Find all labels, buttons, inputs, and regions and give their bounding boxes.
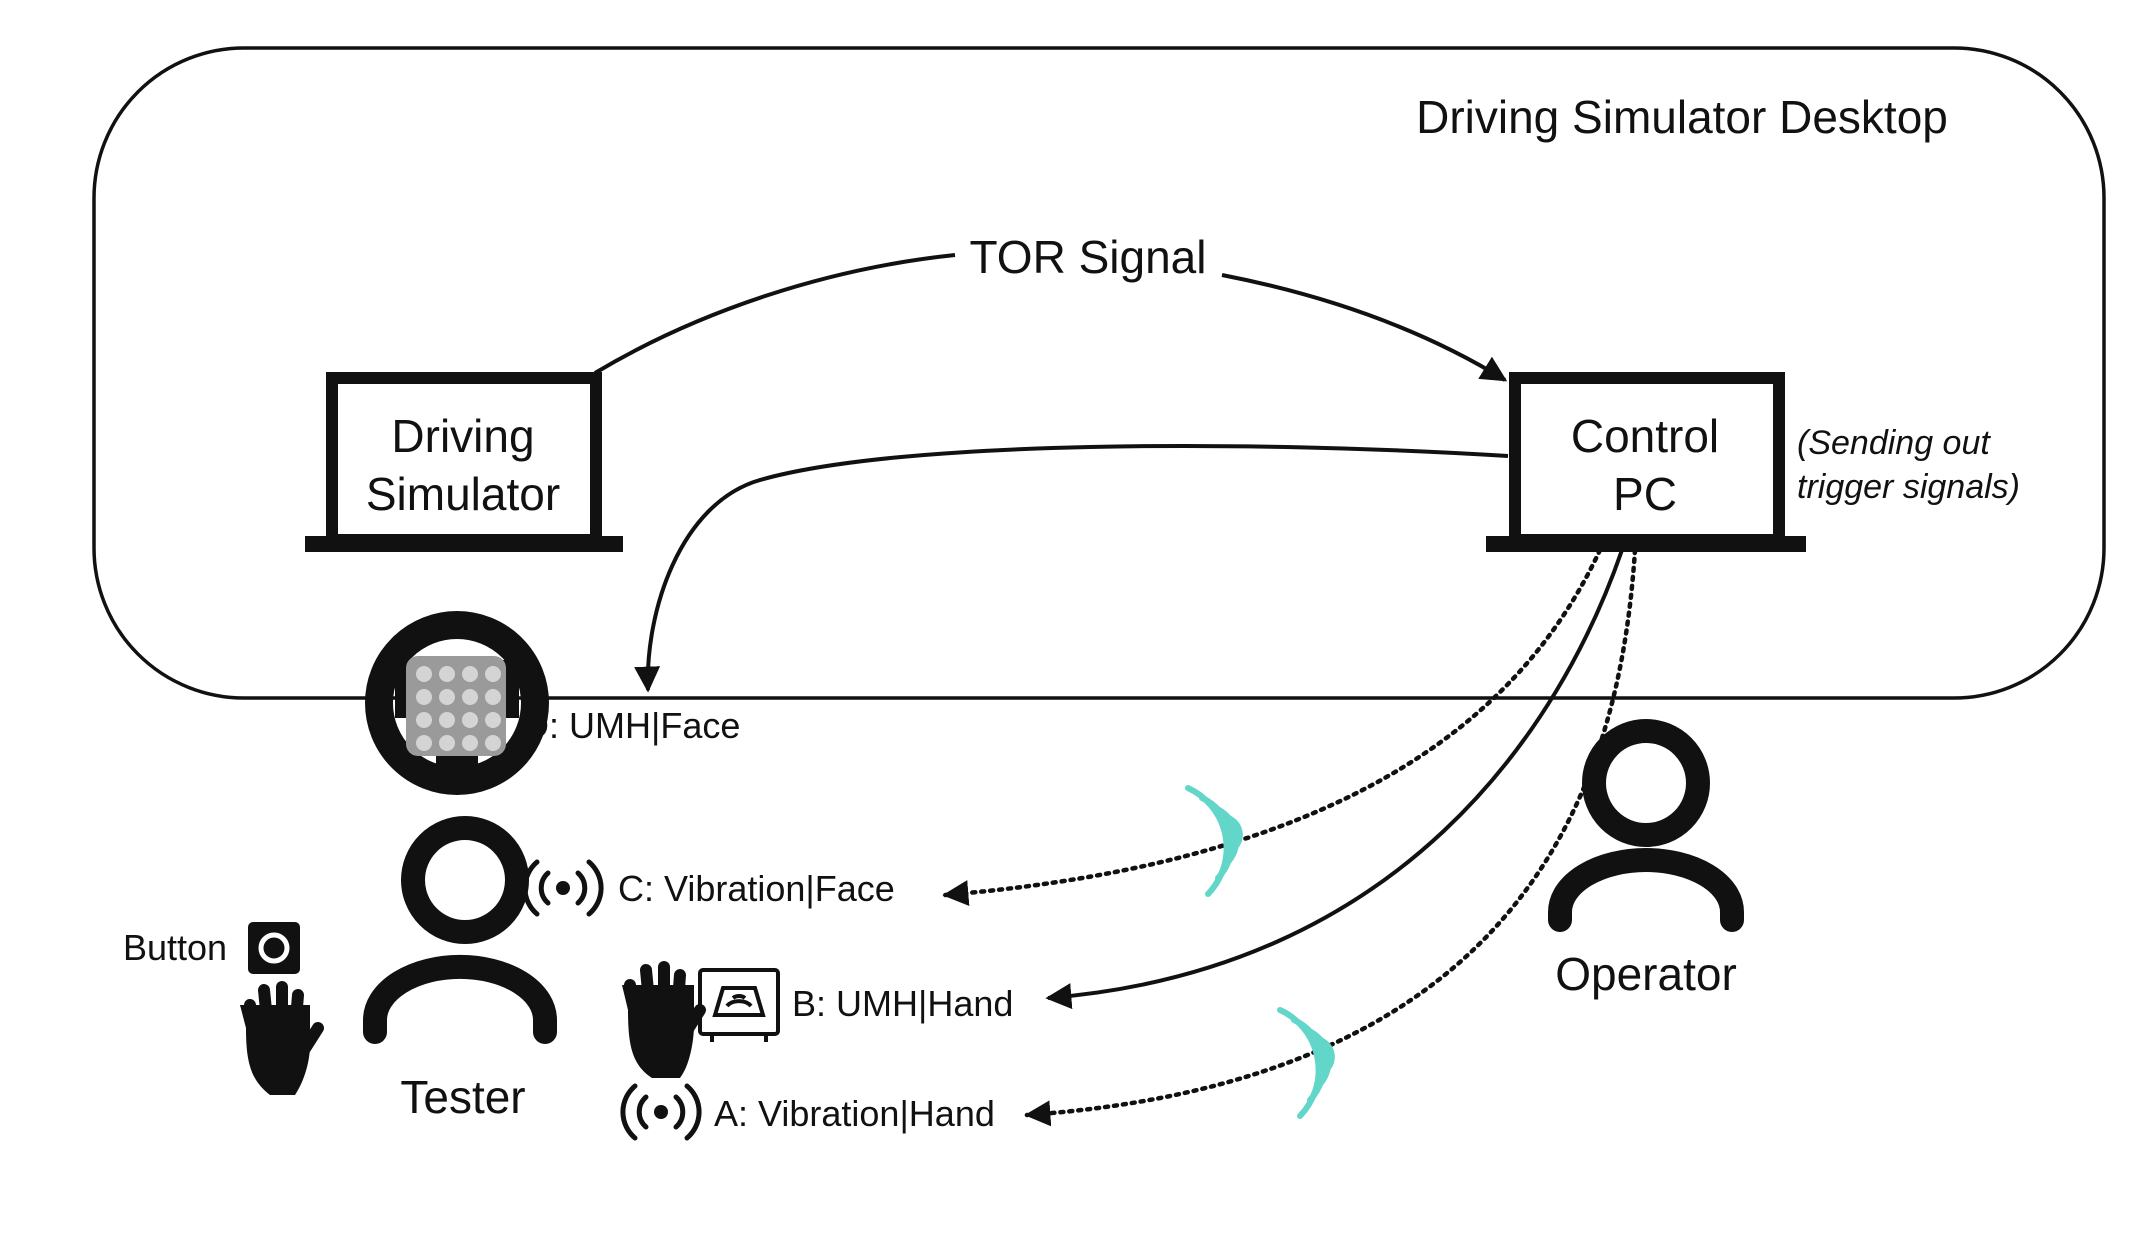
tester-label: Tester xyxy=(400,1071,525,1123)
arrow-to-umh-face xyxy=(634,444,1509,693)
desktop-region xyxy=(92,46,2106,700)
vibration-icon xyxy=(522,859,604,917)
hand-icon xyxy=(622,961,706,1078)
transducer-array-icon xyxy=(406,656,506,756)
button-icon xyxy=(248,922,300,974)
laptop-icon xyxy=(1486,372,1806,552)
modality-d-label: D: UMH|Face xyxy=(523,705,740,746)
tor-signal-label: TOR Signal xyxy=(970,231,1207,283)
arrow-to-vibration-face xyxy=(942,547,1603,907)
driving-sim-line1: Driving xyxy=(391,410,534,462)
control-pc-note-line2: trigger signals) xyxy=(1797,468,2020,506)
person-icon xyxy=(1548,719,1744,932)
control-pc-note-line1: (Sending out xyxy=(1797,424,1991,462)
tor-signal-arrow-head-segment xyxy=(1221,273,1508,382)
modality-c-label: C: Vibration|Face xyxy=(618,868,895,909)
ultrasound-device-icon xyxy=(698,968,780,1042)
person-icon xyxy=(363,816,557,1044)
vibration-icon xyxy=(620,1083,702,1141)
wireless-signal-icon xyxy=(1277,1007,1335,1119)
tor-signal-arrow xyxy=(593,253,956,375)
wireless-signal-icon xyxy=(1185,785,1243,897)
control-pc-line1: Control xyxy=(1571,410,1719,462)
arrow-to-umh-hand xyxy=(1045,549,1624,1010)
driving-sim-line2: Simulator xyxy=(366,468,560,520)
control-pc-line2: PC xyxy=(1613,468,1677,520)
arrow-to-vibration-hand xyxy=(1024,547,1638,1127)
laptop-icon xyxy=(305,372,623,552)
modality-b-label: B: UMH|Hand xyxy=(792,983,1013,1024)
modality-a-label: A: Vibration|Hand xyxy=(714,1093,995,1134)
button-label: Button xyxy=(123,927,227,968)
operator-label: Operator xyxy=(1555,948,1737,1000)
hand-icon xyxy=(240,981,324,1095)
region-title: Driving Simulator Desktop xyxy=(1416,91,1948,143)
